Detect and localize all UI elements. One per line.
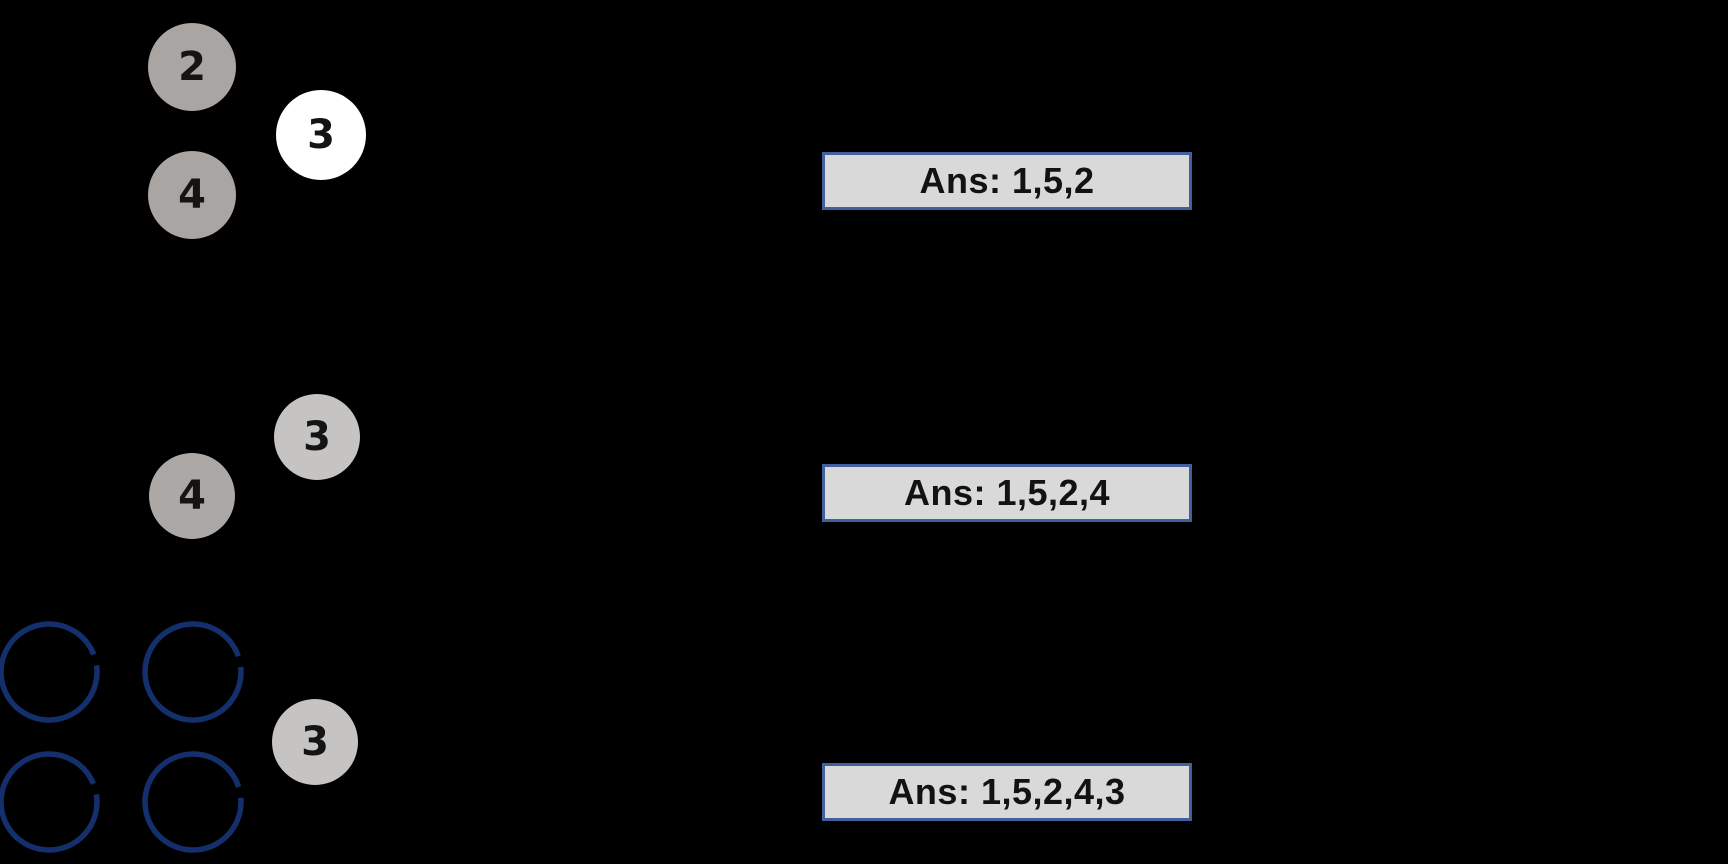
outlined-node-circle <box>140 749 246 855</box>
graph-node-3-current: 3 <box>276 90 366 180</box>
graph-node-4: 4 <box>148 151 236 239</box>
circle-outline-icon <box>0 751 100 853</box>
circle-outline-icon <box>142 621 244 723</box>
outlined-node-circle <box>0 619 102 725</box>
circle-outline-icon <box>142 751 244 853</box>
graph-node-2: 2 <box>148 23 236 111</box>
answer-text-step-3: Ans: 1,5,2,4,3 <box>888 771 1126 812</box>
answer-text-step-2: Ans: 1,5,2,4 <box>903 472 1111 513</box>
outlined-node-circle <box>0 749 102 855</box>
answer-box-step-3: Ans: 1,5,2,4,3 <box>822 763 1192 821</box>
answer-text-step-1: Ans: 1,5,2 <box>919 160 1095 201</box>
answer-box-step-1: Ans: 1,5,2 <box>822 152 1192 210</box>
outlined-node-circle <box>140 619 246 725</box>
answer-box-step-2: Ans: 1,5,2,4 <box>822 464 1192 522</box>
circle-outline-icon <box>0 621 100 723</box>
graph-node-3-visited: 3 <box>274 394 360 480</box>
graph-node-3-visited: 3 <box>272 699 358 785</box>
graph-node-4: 4 <box>149 453 235 539</box>
